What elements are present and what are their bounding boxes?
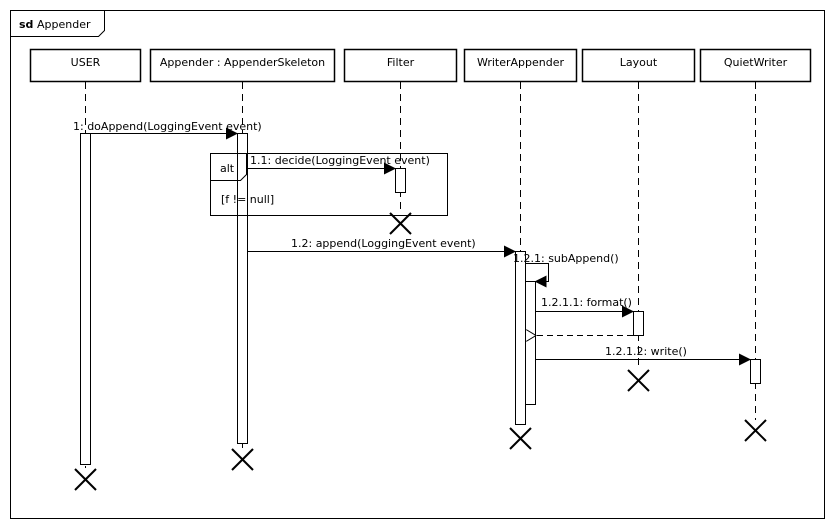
diagram-frame — [10, 10, 825, 519]
activation-filter — [395, 168, 406, 193]
lifeline-appender-box[interactable] — [149, 48, 336, 83]
destroy-quiet-marker — [744, 419, 767, 442]
alt-fragment-guard: [f != null] — [221, 193, 274, 206]
destroy-layout-marker — [627, 369, 650, 392]
frame-name-tab — [10, 10, 105, 37]
lifeline-appender-label: Appender : AppenderSkeleton — [160, 56, 325, 69]
lifeline-quiet-label: QuietWriter — [724, 56, 788, 69]
message-1-2-label: 1.2: append(LoggingEvent event) — [291, 237, 476, 250]
message-1-2-1-arrow — [525, 263, 549, 288]
lifeline-user-box[interactable] — [29, 48, 142, 83]
activation-layout — [633, 311, 644, 336]
message-1-label: 1: doAppend(LoggingEvent event) — [73, 120, 262, 133]
lifeline-layout-box[interactable] — [581, 48, 696, 83]
lifeline-user-label: USER — [71, 56, 101, 69]
alt-fragment — [210, 153, 448, 216]
activation-quiet — [750, 359, 761, 384]
activation-writer — [515, 251, 526, 425]
message-1-2-1-1-label: 1.2.1.1: format() — [541, 296, 632, 309]
destroy-filter-marker — [389, 212, 412, 235]
lifeline-filter-label: Filter — [387, 56, 415, 69]
alt-fragment-operator: alt — [220, 162, 235, 175]
message-1-2-1-2-label: 1.2.1.2: write() — [605, 345, 687, 358]
activation-user — [80, 133, 91, 465]
activation-writer-nested — [525, 281, 536, 405]
destroy-appender-marker — [231, 448, 254, 471]
lifeline-filter-box[interactable] — [343, 48, 458, 83]
destroy-user-marker — [74, 468, 97, 491]
lifeline-quiet-box[interactable] — [699, 48, 812, 83]
message-1-2-1-label: 1.2.1: subAppend() — [513, 252, 619, 265]
destroy-writer-marker — [509, 427, 532, 450]
lifeline-writer-label: WriterAppender — [477, 56, 565, 69]
lifeline-layout-label: Layout — [620, 56, 658, 69]
frame-title: Appender — [37, 18, 91, 31]
frame-keyword: sd — [19, 18, 33, 31]
message-1-1-label: 1.1: decide(LoggingEvent event) — [250, 154, 430, 167]
lifeline-writer-box[interactable] — [463, 48, 578, 83]
alt-fragment-tab — [210, 153, 247, 181]
activation-appender — [237, 133, 248, 444]
